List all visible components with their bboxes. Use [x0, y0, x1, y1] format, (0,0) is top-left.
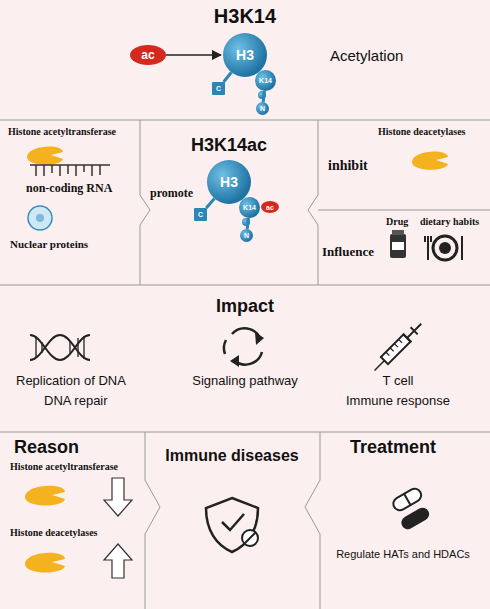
acetyl-tag: ac	[261, 201, 279, 213]
histone-bead: K14	[239, 197, 260, 218]
histone-bead: N	[256, 102, 269, 115]
rna-icon	[30, 165, 110, 176]
acetyl-tag: ac	[130, 45, 166, 65]
text-label: Drug	[386, 216, 408, 227]
text-label: Immune diseases	[165, 447, 298, 465]
node-text: K14	[243, 204, 256, 211]
text-label: Reason	[14, 437, 79, 458]
histone-chain	[206, 199, 214, 209]
histone-chain	[263, 91, 264, 102]
node-text: ac	[141, 48, 154, 62]
panel-lines	[0, 120, 490, 609]
node-text: H3	[236, 47, 254, 63]
text-label: T cell	[383, 373, 414, 388]
text-label: Histone acetyltransferase	[8, 126, 116, 137]
text-label: Histone deacetylases	[378, 126, 466, 137]
text-label: non-coding RNA	[26, 181, 112, 196]
acetylation-arrow	[166, 54, 221, 56]
node-text: C	[216, 85, 221, 92]
text-label: dietary habits	[420, 216, 479, 227]
text-label: Regulate HATs and HDACs	[336, 548, 470, 560]
increase-arrow	[104, 544, 132, 578]
text-label: Histone deacetylases	[10, 527, 98, 538]
histone-bead: K14	[255, 70, 276, 91]
text-label: Replication of DNA	[16, 373, 126, 388]
enzyme-icons	[25, 146, 448, 572]
node-text: N	[244, 232, 249, 239]
decrease-arrow	[104, 478, 132, 516]
node-text: K14	[259, 77, 272, 84]
histone-chain	[247, 218, 248, 229]
text-label: inhibit	[328, 158, 368, 174]
histone-bead: N	[240, 229, 253, 242]
diagram-title: H3K14	[214, 5, 276, 28]
pills-icon	[391, 486, 431, 531]
node-text: C	[198, 211, 203, 218]
text-label: DNA repair	[44, 393, 108, 408]
text-label: Nuclear proteins	[10, 238, 88, 250]
nucleus-icon	[28, 206, 52, 230]
terminal-square: C	[194, 208, 207, 221]
nucleus-core	[36, 214, 44, 222]
text-label: Influence	[322, 244, 374, 260]
histone-chain	[224, 72, 232, 82]
text-label: Impact	[216, 296, 274, 317]
text-label: Histone acetyltransferase	[10, 461, 118, 472]
drug-icon	[390, 230, 406, 258]
terminal-square: C	[212, 82, 225, 95]
dna-icon	[30, 335, 90, 360]
signaling-arrowheads	[230, 332, 264, 367]
node-text: H3	[220, 174, 238, 190]
node-text: N	[260, 105, 265, 112]
shield-icon	[206, 498, 258, 552]
text-label: Signaling pathway	[192, 373, 298, 388]
text-label: Immune response	[346, 393, 450, 408]
text-label: H3K14ac	[191, 135, 267, 156]
syringe-icon	[370, 320, 425, 375]
plate-icon	[425, 236, 462, 260]
node-text: ac	[266, 204, 274, 211]
text-label: promote	[150, 186, 193, 201]
text-label: Treatment	[350, 437, 436, 458]
text-label: Acetylation	[330, 47, 403, 64]
